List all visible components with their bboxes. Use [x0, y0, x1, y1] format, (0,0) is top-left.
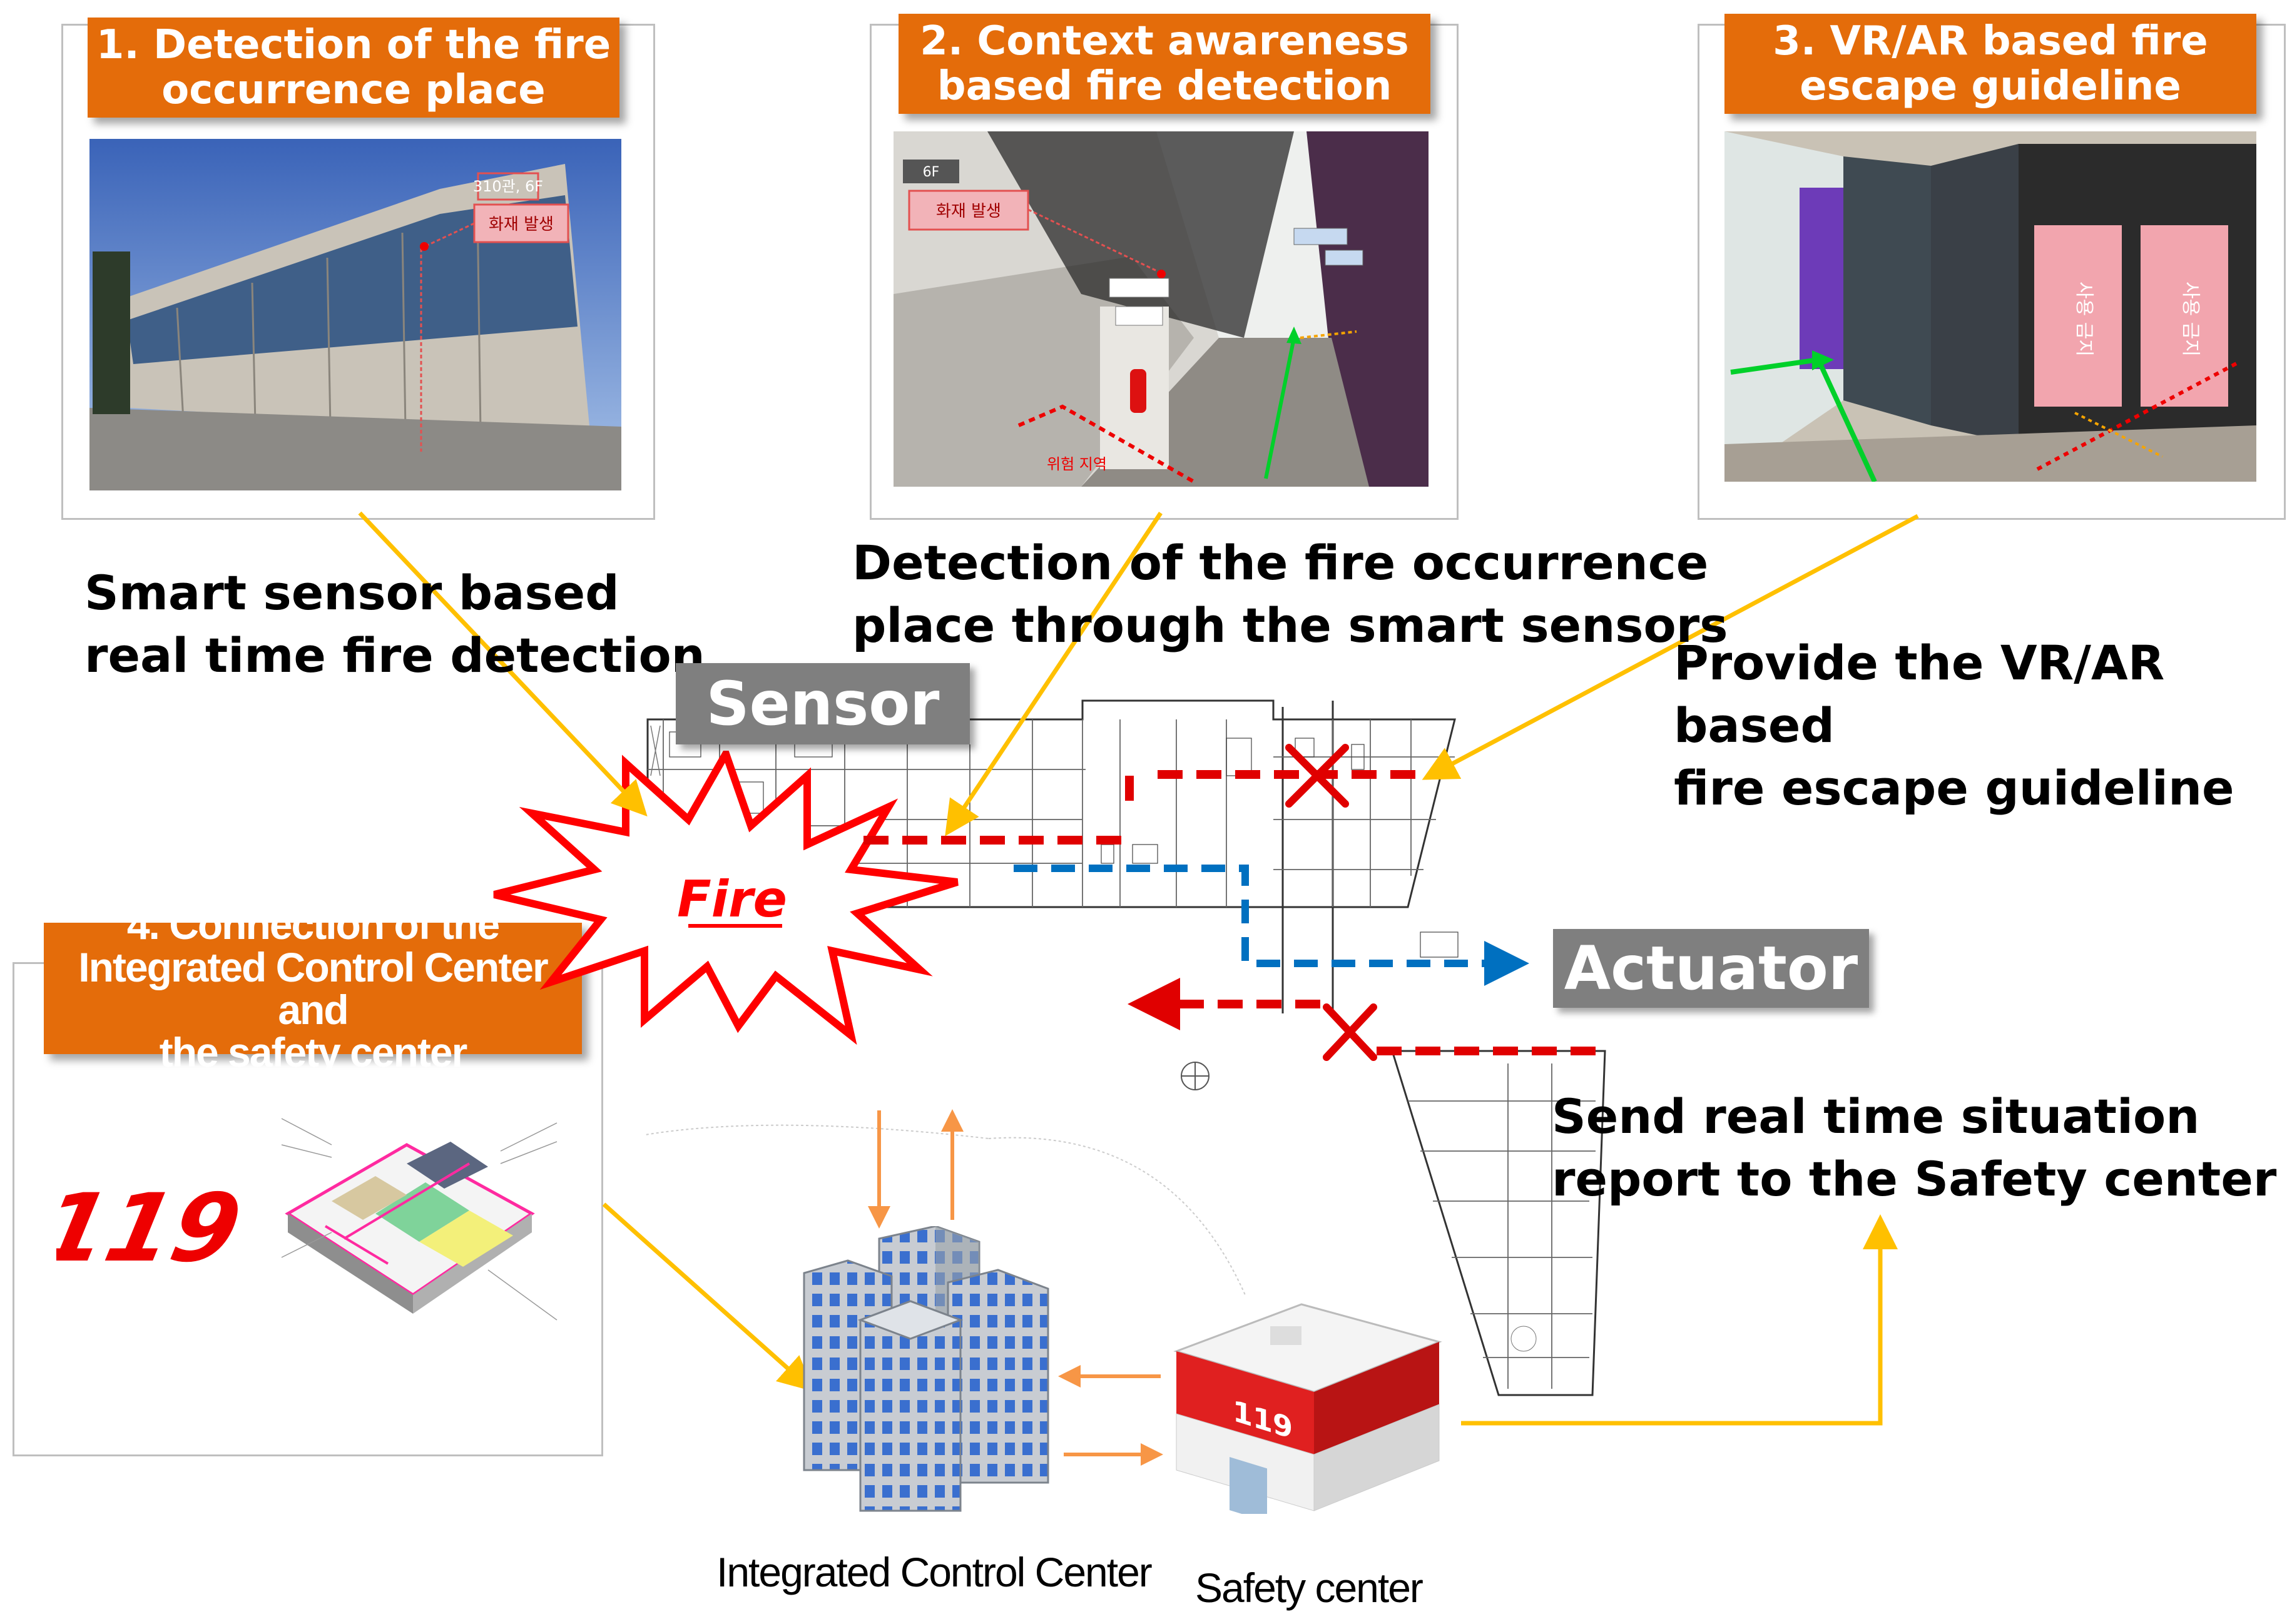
photo3-sign-left: 사용 금지	[2073, 282, 2095, 357]
elevator-lobby-photo: 사용 금지 사용 금지	[1724, 131, 2256, 482]
photo2-fire-label: 화재 발생	[936, 202, 1001, 221]
fire-label: Fire	[677, 870, 787, 928]
photo1-floor-label: 310관, 6F	[473, 178, 543, 195]
integrated-control-center-label: Integrated Control Center	[716, 1549, 1153, 1595]
integrated-control-center-icon	[792, 1226, 1061, 1514]
panel-1-title: 1. Detection of the fire occurrence plac…	[88, 18, 619, 118]
safety-center-icon: 119	[1170, 1298, 1445, 1514]
actuator-tag: Actuator	[1553, 929, 1869, 1008]
desc-provide-guideline: Provide the VR/AR based fire escape guid…	[1674, 635, 2234, 816]
corridor-photo: 6F 화재 발생 위험 지역	[894, 131, 1429, 487]
panel-3-title: 3. VR/AR based fire escape guideline	[1724, 14, 2256, 114]
desc-detection-place: Detection of the fire occurrence place t…	[852, 535, 1728, 653]
photo2-danger-label: 위험 지역	[1047, 455, 1107, 473]
119-logo: 119	[56, 1182, 244, 1282]
panel-4-title: 4. Connection of the Integrated Control …	[44, 903, 582, 1073]
sensor-tag: Sensor	[676, 663, 970, 744]
floor-plan	[644, 663, 1621, 1401]
fire-burst: Fire	[482, 751, 970, 1045]
photo2-floor-label: 6F	[923, 165, 940, 180]
photo3-sign-right: 사용 금지	[2179, 282, 2201, 357]
panel-2-title: 2. Context awareness based fire detectio…	[899, 14, 1430, 114]
3d-floorplan-illustration	[263, 1107, 576, 1358]
building-exterior-photo: 310관, 6F 화재 발생	[89, 139, 621, 490]
safety-center-label: Safety center	[1195, 1565, 1424, 1611]
desc-smart-sensor: Smart sensor based real time fire detect…	[84, 565, 705, 683]
photo1-fire-label: 화재 발생	[489, 215, 554, 234]
119-logo-text: 119	[56, 1182, 244, 1282]
desc-send-report: Send real time situation report to the S…	[1552, 1089, 2277, 1207]
